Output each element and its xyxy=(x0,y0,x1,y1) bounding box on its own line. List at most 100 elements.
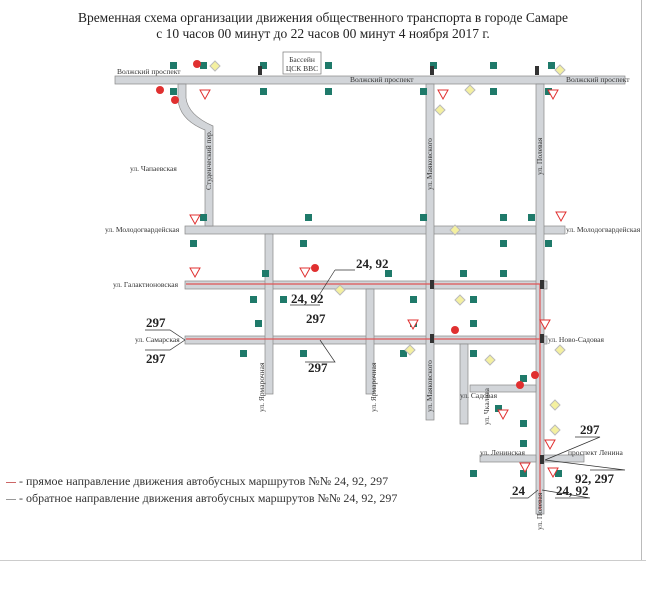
traffic-light-icon xyxy=(430,334,434,343)
prohibition-sign-icon xyxy=(156,86,164,94)
prohibition-sign-icon xyxy=(516,381,524,389)
title-line-1: Временная схема организации движения общ… xyxy=(77,10,569,25)
street-label: ул. Молодогвардейская xyxy=(566,225,641,234)
prohibition-sign-icon xyxy=(451,326,459,334)
road-sign-icon xyxy=(470,320,477,327)
road-sign-icon xyxy=(190,240,197,247)
road-sign-icon xyxy=(420,88,427,95)
traffic-light-icon xyxy=(430,66,434,75)
road-sign-icon xyxy=(250,296,257,303)
street-label: ул. Ярмарочная xyxy=(369,362,378,412)
road-sign-icon xyxy=(260,88,267,95)
traffic-light-icon xyxy=(535,66,539,75)
street-label: ул. Маяковского xyxy=(425,360,434,412)
street-label: ул. Ново-Садовая xyxy=(548,335,604,344)
road-sign-icon xyxy=(255,320,262,327)
warning-sign-icon xyxy=(189,214,201,226)
warning-sign-icon xyxy=(189,267,201,279)
road-sign-icon xyxy=(240,350,247,357)
legend-forward: - прямое направление движения автобусных… xyxy=(6,474,388,489)
route-label: 92, 297 xyxy=(575,471,615,486)
road-sign-icon xyxy=(520,375,527,382)
warning-sign-icon xyxy=(539,319,551,331)
warning-sign-icon xyxy=(555,211,567,223)
road-sign-icon xyxy=(420,214,427,221)
frame-bottom xyxy=(0,560,646,561)
priority-sign-icon xyxy=(209,60,221,72)
road-yarmarochnaya-1 xyxy=(264,233,274,395)
road-galaktionovskaya xyxy=(184,280,548,290)
road-sign-icon xyxy=(495,405,502,412)
warning-sign-icon xyxy=(497,409,509,421)
road-sadovaya xyxy=(469,384,537,393)
warning-sign-icon xyxy=(437,89,449,101)
road-sign-icon xyxy=(170,88,177,95)
warning-sign-icon xyxy=(519,462,531,474)
road-chkalova xyxy=(459,343,469,425)
road-molodogvardeyskaya xyxy=(184,225,566,235)
priority-sign-icon xyxy=(554,344,566,356)
road-sign-icon xyxy=(470,470,477,477)
priority-sign-icon xyxy=(449,224,461,236)
traffic-light-icon xyxy=(540,334,544,343)
road-sign-icon xyxy=(500,270,507,277)
street-label: ул. Ленинская xyxy=(480,448,526,457)
road-sign-icon xyxy=(410,296,417,303)
traffic-light-icon xyxy=(258,66,262,75)
traffic-light-icon xyxy=(540,280,544,289)
traffic-light-icon xyxy=(430,280,434,289)
road-sign-icon xyxy=(385,270,392,277)
route-label: 24, 92 xyxy=(556,483,589,498)
street-label: ул. Полевая xyxy=(535,492,544,530)
route-leaders xyxy=(145,269,626,499)
road-sign-icon xyxy=(460,270,467,277)
road-sign-icon xyxy=(325,62,332,69)
road-sign-icon xyxy=(470,350,477,357)
legend-reverse-text: - обратное направление движения автобусн… xyxy=(19,491,398,505)
road-sign-icon xyxy=(200,62,207,69)
street-label: ул. Галактионовская xyxy=(113,280,179,289)
street-label: проспект Ленина xyxy=(568,448,623,457)
road-studenchesky xyxy=(177,83,214,227)
landmark-box xyxy=(282,51,322,75)
priority-sign-icon xyxy=(549,399,561,411)
road-sign-icon xyxy=(400,350,407,357)
street-label: ул. Полевая xyxy=(535,137,544,175)
street-label: ул. Чкалова xyxy=(482,387,491,425)
road-sign-icon xyxy=(170,62,177,69)
road-yarmarochnaya-2 xyxy=(365,288,375,395)
legend-reverse: - обратное направление движения автобусн… xyxy=(6,491,397,506)
priority-sign-icon xyxy=(464,84,476,96)
priority-sign-icon xyxy=(484,354,496,366)
traffic-light-icon xyxy=(540,455,544,464)
street-label: ул. Маяковского xyxy=(425,138,434,190)
road-sign-icon xyxy=(325,88,332,95)
route-label: 24 xyxy=(512,483,526,498)
landmark-line-2: ЦСК ВВС xyxy=(286,64,318,73)
frame-right xyxy=(641,0,642,560)
route-label: 297 xyxy=(308,360,328,375)
priority-sign-icon xyxy=(334,284,346,296)
warning-sign-icon xyxy=(544,439,556,451)
road-sign-icon xyxy=(260,62,267,69)
road-sign-icon xyxy=(490,88,497,95)
road-sign-icon xyxy=(520,420,527,427)
landmark-line-1: Бассейн xyxy=(289,55,315,64)
road-sign-icon xyxy=(520,440,527,447)
priority-sign-icon xyxy=(434,104,446,116)
priority-sign-icon xyxy=(549,424,561,436)
road-mayakovskogo xyxy=(425,83,435,421)
street-label: ул. Самарская xyxy=(135,335,180,344)
prohibition-sign-icon xyxy=(193,60,201,68)
road-sign-icon xyxy=(300,240,307,247)
street-label: Волжский проспект xyxy=(117,67,181,76)
route-label: 297 xyxy=(580,422,600,437)
prohibition-sign-icon xyxy=(531,371,539,379)
street-label: ул. Молодогвардейская xyxy=(105,225,180,234)
road-sign-icon xyxy=(520,470,527,477)
road-sign-icon xyxy=(500,240,507,247)
road-volzhsky xyxy=(114,75,626,85)
road-sign-icon xyxy=(305,214,312,221)
priority-sign-icon xyxy=(454,294,466,306)
